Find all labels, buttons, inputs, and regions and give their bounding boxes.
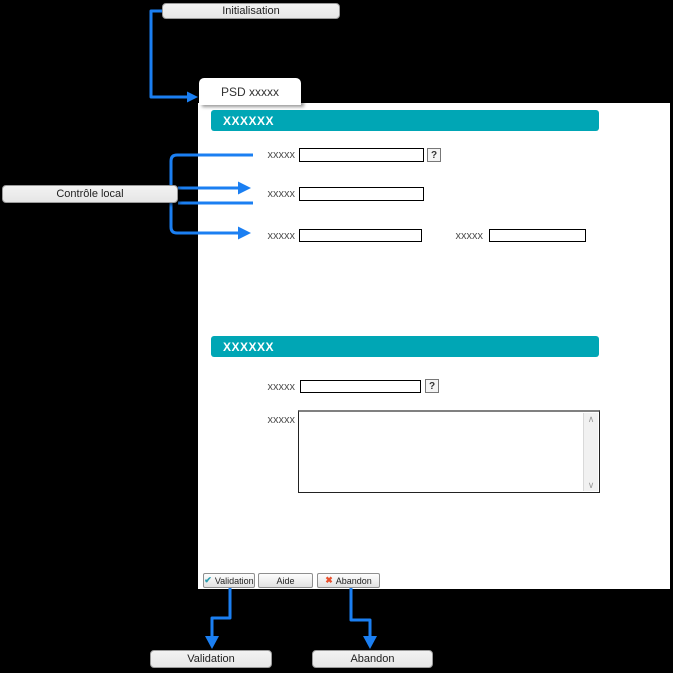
memo-label: xxxxx	[267, 414, 296, 426]
validation-button[interactable]: ✔ Validation	[203, 573, 255, 588]
arrow-to-validation-end	[210, 588, 232, 637]
field4-input[interactable]	[300, 380, 421, 393]
flow-node-initialisation-label: Initialisation	[222, 5, 280, 17]
memo-textarea[interactable]: ∧ ∨	[298, 410, 600, 493]
field3b-input[interactable]	[489, 229, 586, 242]
tab-label: PSD xxxxx	[220, 84, 279, 99]
abandon-button-label: Abandon	[335, 575, 372, 586]
flow-node-validation-label: Validation	[187, 653, 235, 665]
field3b-label: xxxxx	[455, 230, 484, 242]
form-panel: XXXXXX xxxxx ? xxxxx xxxxx xxxxx XXXXXX …	[198, 103, 670, 589]
scroll-up-icon[interactable]: ∧	[587, 414, 595, 424]
arrow-init-to-tab	[149, 9, 188, 99]
aide-button[interactable]: Aide	[258, 573, 313, 588]
flow-node-abandon: Abandon	[312, 650, 433, 668]
section2-title: XXXXXX	[223, 339, 275, 354]
field3a-input[interactable]	[299, 229, 422, 242]
arrow-to-abandon-end	[349, 588, 372, 637]
arrowhead-init-to-tab	[187, 91, 198, 103]
field1-help-icon[interactable]: ?	[427, 148, 441, 162]
check-icon: ✔	[204, 575, 212, 585]
flow-node-validation: Validation	[150, 650, 272, 668]
flow-node-initialisation: Initialisation	[162, 3, 340, 19]
flow-node-controle-local-label: Contrôle local	[56, 188, 124, 200]
field3a-label: xxxxx	[267, 230, 296, 242]
aide-button-label: Aide	[276, 575, 295, 586]
field2-input[interactable]	[299, 187, 424, 201]
tab-psd[interactable]: PSD xxxxx	[199, 78, 301, 105]
cross-icon: ✖	[325, 575, 333, 585]
validation-button-label: Validation	[214, 575, 254, 586]
field2-label: xxxxx	[267, 188, 296, 200]
abandon-button[interactable]: ✖ Abandon	[317, 573, 380, 588]
field1-input[interactable]	[299, 148, 424, 162]
field1-label: xxxxx	[267, 149, 296, 161]
section1-header-bar: XXXXXX	[211, 110, 599, 131]
section2-header-bar: XXXXXX	[211, 336, 599, 357]
section1-title: XXXXXX	[223, 113, 275, 128]
scroll-down-icon[interactable]: ∨	[587, 480, 595, 490]
flow-node-abandon-label: Abandon	[350, 653, 395, 665]
memo-scrollbar[interactable]: ∧ ∨	[583, 413, 598, 491]
flow-node-controle-local: Contrôle local	[2, 185, 178, 203]
field4-help-icon[interactable]: ?	[425, 379, 439, 393]
arrowhead-to-validation-end	[205, 636, 219, 649]
field4-label: xxxxx	[267, 381, 296, 393]
arrowhead-to-abandon-end	[363, 636, 377, 649]
